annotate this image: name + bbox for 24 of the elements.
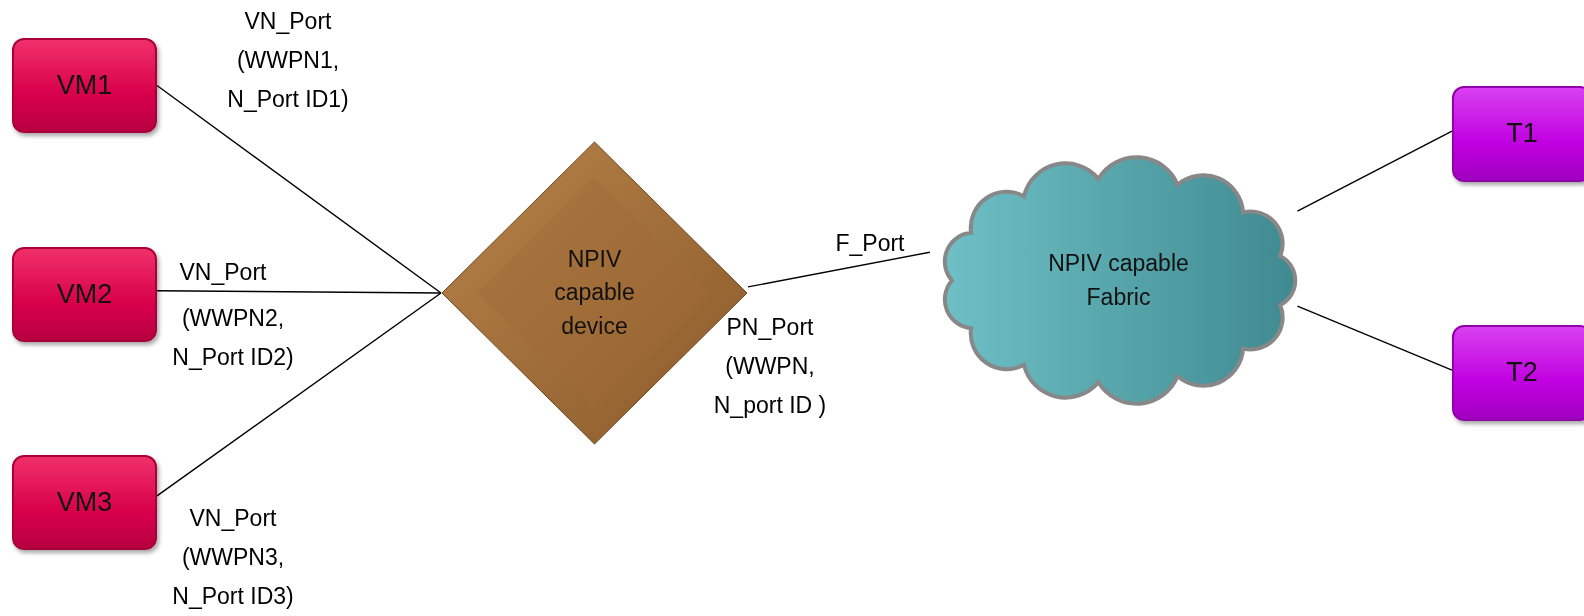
connector-line <box>156 292 442 497</box>
node-label: VM3 <box>55 485 114 519</box>
node-label: VM1 <box>55 68 114 102</box>
vm-box <box>12 455 157 550</box>
target-box <box>1452 325 1584 421</box>
port-label: VN_Port (WWPN3, N_Port ID3) <box>171 504 295 611</box>
port-label: PN_Port (WWPN, N_port ID ) <box>712 313 828 420</box>
node-label: NPIV capable Fabric <box>1047 249 1190 312</box>
port-label: VN_Port (WWPN1, N_Port ID1) <box>226 7 350 114</box>
node-label: T1 <box>1505 117 1539 151</box>
port-label: (WWPN2, N_Port ID2) <box>171 304 295 372</box>
connector-line <box>747 251 931 288</box>
port-label: VN_Port <box>178 258 268 287</box>
node-label: T2 <box>1505 356 1539 390</box>
vm-box <box>12 38 157 133</box>
connector-line <box>156 84 442 294</box>
port-label: F_Port <box>834 229 906 258</box>
connector-line <box>1296 305 1453 371</box>
connector-line <box>156 290 442 294</box>
node-label: NPIV capable device <box>553 245 636 341</box>
target-box <box>1452 86 1584 182</box>
vm-box <box>12 247 157 342</box>
connector-line <box>1296 130 1453 212</box>
node-label: VM2 <box>55 277 114 311</box>
